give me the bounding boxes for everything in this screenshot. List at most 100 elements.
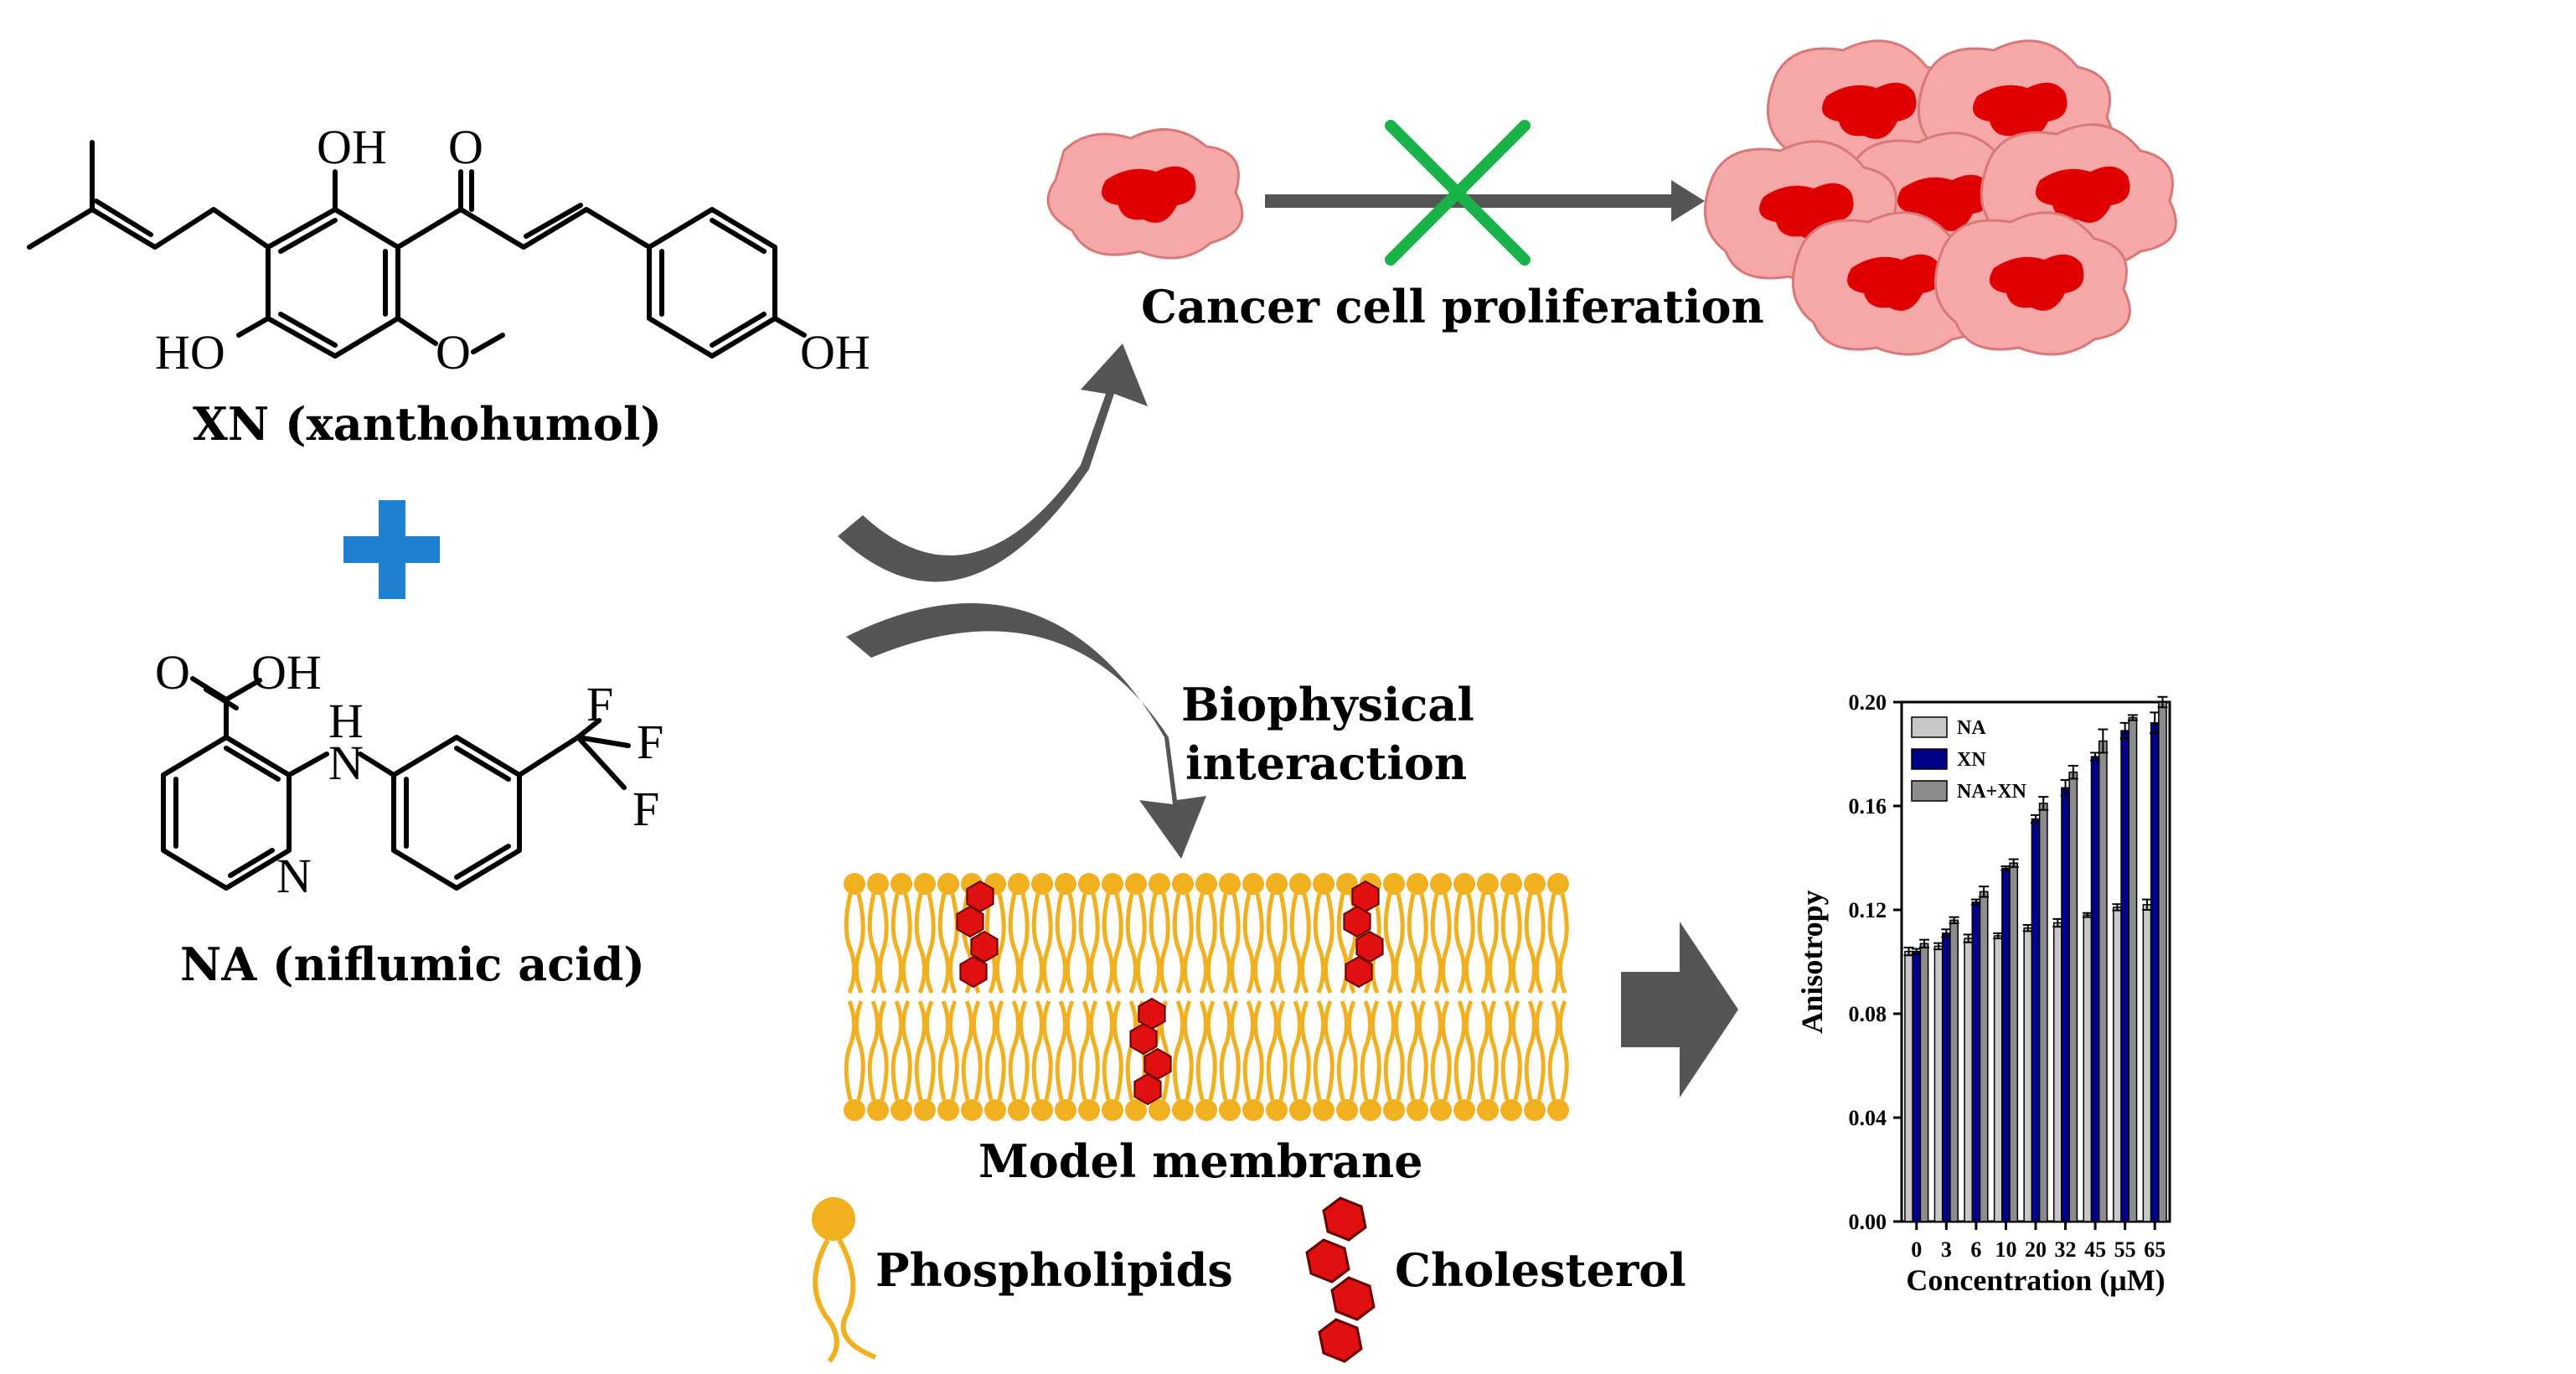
bar	[1933, 945, 1944, 1222]
lipid-head	[1008, 873, 1030, 895]
x-tick-label: 0	[1911, 1237, 1922, 1262]
lipid-tail	[1102, 1000, 1114, 1101]
bar	[1979, 891, 1989, 1222]
lipid-head	[1383, 873, 1405, 895]
lipid-tail	[1524, 893, 1536, 994]
lipid-tail	[891, 893, 903, 994]
lipid-tail	[901, 893, 912, 994]
na-atom-f2: F	[637, 715, 663, 769]
lipid-tail	[1089, 1000, 1100, 1101]
lipid-tail	[1195, 1000, 1208, 1101]
lipid-head	[1242, 873, 1264, 895]
lipid-tail	[1066, 893, 1076, 994]
na-atom-f1: F	[586, 677, 613, 731]
lipid-head	[1547, 1099, 1569, 1121]
lipid-head	[1430, 1099, 1452, 1121]
bar	[2009, 862, 2019, 1222]
lipid-tail	[1313, 1000, 1325, 1101]
lipid-head	[937, 1099, 959, 1121]
lipid-tail	[878, 1000, 889, 1101]
lipid-tail	[1078, 1000, 1091, 1101]
lipid-head	[891, 1099, 912, 1121]
lipid-head	[844, 1099, 865, 1121]
bar	[2001, 867, 2011, 1222]
lipid-tail	[925, 893, 936, 994]
lipid-head	[1031, 873, 1053, 895]
lipid-tail	[1347, 1000, 1358, 1101]
lipid-tail	[1464, 893, 1475, 994]
lipid-tail	[1547, 893, 1560, 994]
xn-atom-oh-top: OH	[317, 120, 387, 174]
lipid-head	[1430, 873, 1452, 895]
lipid-head	[1313, 873, 1334, 895]
lipid-tail	[867, 893, 880, 994]
lipid-tail	[914, 1000, 927, 1101]
y-axis-label: Anisotropy	[1795, 890, 1829, 1033]
cholesterol-ring	[1345, 955, 1373, 989]
lipid-tail	[878, 893, 889, 994]
legend-phospholipids: Phospholipids	[875, 1243, 1233, 1297]
lipid-tail	[1008, 893, 1020, 994]
bar	[2031, 818, 2041, 1222]
lipid-head	[891, 873, 912, 895]
y-tick-label: 0.12	[1849, 898, 1887, 922]
cancer-cell-cluster	[1703, 39, 2177, 356]
lipid-tail	[1183, 893, 1194, 994]
lipid-tail	[1219, 893, 1231, 994]
lipid-tail	[1242, 1000, 1255, 1101]
membrane-caption: Model membrane	[978, 1134, 1423, 1188]
lipid-tail	[937, 893, 950, 994]
lipid-tail	[1547, 1000, 1560, 1101]
lipid-head	[1313, 1099, 1334, 1121]
lipid-tail	[1300, 893, 1311, 994]
lipid-head	[1407, 873, 1428, 895]
na-label: NA (niflumic acid)	[180, 938, 645, 991]
bar	[2113, 907, 2122, 1222]
lipid-tail	[1112, 893, 1123, 994]
lipid-head	[1055, 873, 1076, 895]
na-atom-f3: F	[632, 782, 659, 836]
lipid-tail	[1324, 893, 1334, 994]
lipid-tail	[1430, 1000, 1443, 1101]
lipid-tail	[1500, 893, 1513, 994]
lipid-head	[1524, 1099, 1546, 1121]
lipid-tail	[925, 1000, 936, 1101]
lipid-tail	[1464, 1000, 1475, 1101]
lipid-tail	[1394, 893, 1405, 994]
lipid-tail	[1219, 1000, 1231, 1101]
blocked-x-icon	[1385, 120, 1531, 266]
lipid-tail	[844, 1000, 856, 1101]
lipid-tail	[1078, 893, 1091, 994]
lipid-tail	[1558, 893, 1569, 994]
lipid-tail	[1535, 893, 1546, 994]
bar	[1941, 932, 1951, 1222]
lipid-tail	[1172, 893, 1185, 994]
lipid-tail	[948, 893, 959, 994]
lipid-head	[1055, 1099, 1076, 1121]
lipid-head	[1149, 1099, 1170, 1121]
lipid-tail	[1089, 893, 1100, 994]
lipid-tail	[1500, 1000, 1513, 1101]
lipid-tail	[1266, 893, 1278, 994]
lipid-tail	[1453, 1000, 1466, 1101]
legend-label: NA+XN	[1957, 781, 2027, 803]
lipid-tail	[1488, 1000, 1499, 1101]
lipid-tail	[1360, 1000, 1372, 1101]
lipid-head	[1453, 873, 1475, 895]
bar	[2068, 771, 2078, 1222]
lipid-head	[961, 1099, 983, 1121]
reaction-arrows	[838, 344, 1206, 859]
x-axis-label: Concentration (μM)	[1906, 1263, 2165, 1297]
lipid-tail	[1430, 893, 1443, 994]
lipid-tail	[1055, 1000, 1067, 1101]
cholesterol-ring	[1355, 930, 1384, 963]
xn-atom-o-methoxy: O	[436, 325, 471, 380]
legend-swatch	[1911, 780, 1948, 802]
lipid-tail	[1277, 893, 1288, 994]
lipid-tail	[1441, 1000, 1452, 1101]
lipid-tail	[1383, 1000, 1396, 1101]
lipid-tail	[1324, 1000, 1334, 1101]
lipid-head	[844, 873, 865, 895]
x-tick-label: 10	[1995, 1237, 2016, 1262]
lipid-tail	[1125, 893, 1138, 994]
